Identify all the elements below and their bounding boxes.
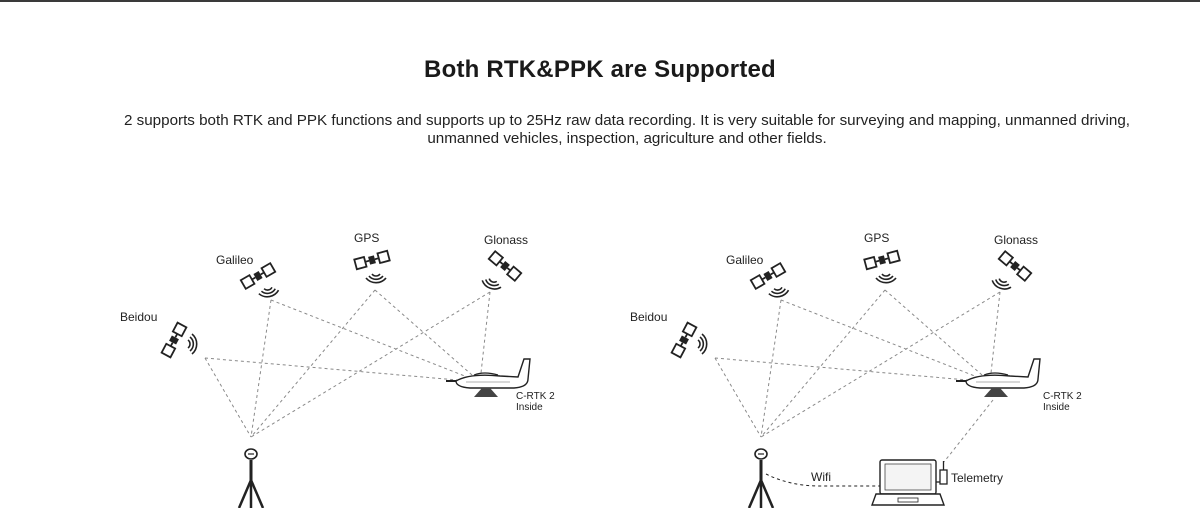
satellite-glonass: Glonass	[479, 233, 528, 293]
page-title: Both RTK&PPK are Supported	[424, 56, 776, 83]
label-gps: GPS	[354, 231, 379, 245]
base-station	[237, 447, 265, 508]
base-station	[747, 447, 775, 508]
drone-sublabel: Inside	[1043, 402, 1070, 413]
drone-label: C-RTK 2	[516, 391, 555, 402]
diagram-rtk: Galileo GPS Glonass Beidou C-RTK 2 Insid…	[120, 231, 555, 508]
description-text: 2 supports both RTK and PPK functions an…	[123, 112, 1131, 147]
drone: C-RTK 2 Inside	[445, 358, 555, 413]
label-galileo: Galileo	[726, 253, 764, 267]
wifi-link	[765, 473, 880, 487]
signal-lines	[714, 289, 1001, 463]
label-gps: GPS	[864, 231, 889, 245]
label-galileo: Galileo	[216, 253, 254, 267]
satellite-beidou: Beidou	[630, 310, 708, 359]
drone-sublabel: Inside	[516, 402, 543, 413]
label-glonass: Glonass	[994, 233, 1038, 247]
drone-label: C-RTK 2	[1043, 391, 1082, 402]
telemetry-label: Telemetry	[951, 471, 1003, 485]
satellite-gps: GPS	[863, 231, 901, 284]
laptop-icon	[871, 459, 945, 506]
wifi-label: Wifi	[811, 470, 831, 484]
label-glonass: Glonass	[484, 233, 528, 247]
satellite-galileo: Galileo	[726, 253, 791, 300]
satellite-galileo: Galileo	[216, 253, 281, 300]
drone: C-RTK 2 Inside	[955, 358, 1082, 413]
label-beidou: Beidou	[630, 310, 667, 324]
top-divider	[0, 0, 1200, 2]
satellite-gps: GPS	[353, 231, 391, 284]
satellite-beidou: Beidou	[120, 310, 198, 359]
signal-lines	[204, 289, 491, 438]
telemetry-module-icon	[936, 461, 948, 485]
satellite-glonass: Glonass	[989, 233, 1038, 293]
diagram-ppk: Galileo GPS Glonass Beidou C-RTK 2 Insid…	[630, 231, 1082, 508]
label-beidou: Beidou	[120, 310, 157, 324]
